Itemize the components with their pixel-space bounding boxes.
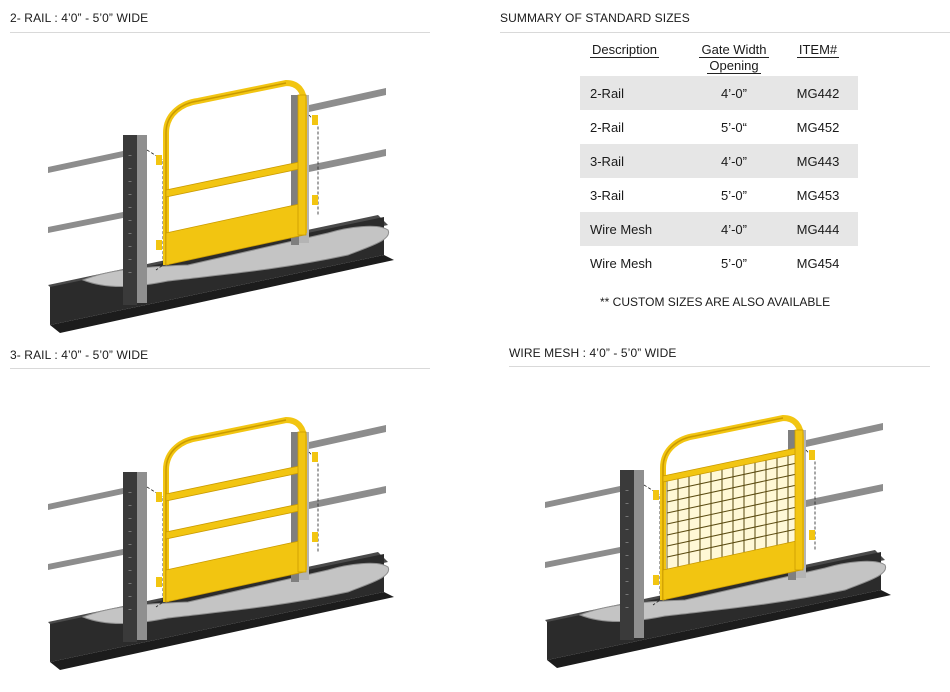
row-item: MG444 (778, 212, 858, 246)
row-description: 2-Rail (580, 76, 690, 110)
row-item: MG443 (778, 144, 858, 178)
three-rail-gate-illustration (48, 416, 396, 672)
table-row: 3-Rail 5’-0” MG453 (580, 178, 858, 212)
row-width: 4’-0” (690, 144, 778, 178)
row-item: MG453 (796, 187, 840, 203)
row-description: Wire Mesh (590, 255, 653, 271)
three-rail-divider (10, 368, 430, 369)
wire-mesh-gate-illustration (545, 414, 893, 670)
row-item: MG452 (796, 119, 840, 135)
row-width: 5’-0“ (720, 119, 747, 135)
table-row: Wire Mesh 5’-0” MG454 (580, 246, 858, 280)
row-description: 3-Rail (580, 144, 690, 178)
custom-sizes-note: ** CUSTOM SIZES ARE ALSO AVAILABLE (600, 295, 831, 309)
table-row: Wire Mesh 4’-0” MG444 (580, 212, 858, 246)
row-width: 5’-0” (720, 255, 747, 271)
two-rail-gate (156, 79, 318, 266)
summary-divider (500, 32, 950, 33)
three-rail-gate (156, 416, 318, 603)
row-description: Wire Mesh (580, 212, 690, 246)
table-row: 3-Rail 4’-0” MG443 (580, 144, 858, 178)
row-item: MG442 (778, 76, 858, 110)
row-width: 4’-0” (690, 76, 778, 110)
header-item: ITEM# (796, 42, 840, 58)
header-description: Description (590, 42, 660, 58)
table-row: 2-Rail 5’-0“ MG452 (580, 110, 858, 144)
summary-title: SUMMARY OF STANDARD SIZES (500, 11, 690, 25)
row-item: MG454 (796, 255, 840, 271)
two-rail-divider (10, 32, 430, 33)
three-rail-title: 3- RAIL : 4’0” - 5’0” WIDE (10, 348, 149, 362)
row-description: 3-Rail (590, 187, 624, 203)
two-rail-title: 2- RAIL : 4’0” - 5’0” WIDE (10, 11, 149, 25)
row-description: 2-Rail (590, 119, 624, 135)
row-width: 4’-0” (690, 212, 778, 246)
table-row: 2-Rail 4’-0” MG442 (580, 76, 858, 110)
two-rail-gate-illustration (48, 79, 396, 335)
wire-mesh-gate (653, 414, 815, 601)
wire-mesh-divider (509, 366, 930, 367)
row-width: 5’-0” (720, 187, 747, 203)
wire-mesh-title: WIRE MESH : 4’0” - 5’0” WIDE (509, 346, 677, 360)
